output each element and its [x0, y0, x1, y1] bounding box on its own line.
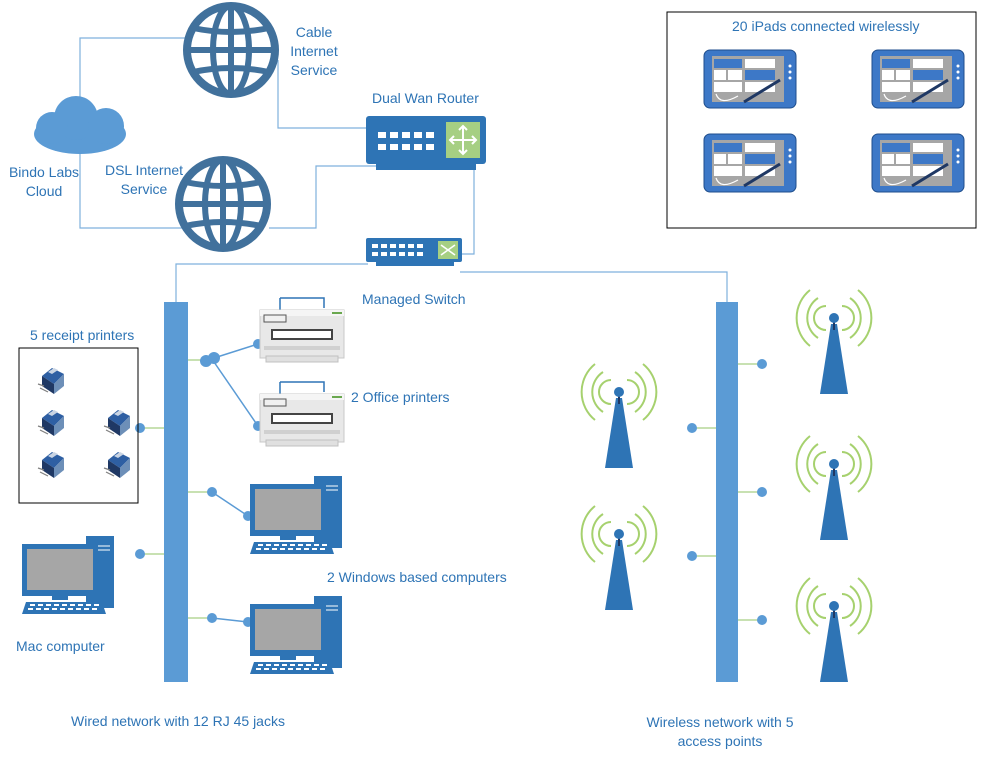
- wired-network-label: Wired network with 12 RJ 45 jacks: [71, 713, 285, 729]
- receipt-printers-label: 5 receipt printers: [30, 327, 135, 343]
- wireless-network-label: Wireless network with 5 access points: [630, 713, 810, 751]
- cloud-line1: Bindo Labs: [8, 164, 80, 180]
- switch-icon: [366, 238, 462, 266]
- ipads-label: 20 iPads connected wirelessly: [732, 18, 920, 34]
- switch-label: Managed Switch: [362, 291, 466, 307]
- dsl-line2: Service: [120, 181, 168, 197]
- access-point-icon: [580, 363, 658, 469]
- cable-service-label: Cable Internet Service: [286, 23, 342, 80]
- access-point-icon: [795, 289, 873, 395]
- cable-line2: Internet: [290, 43, 338, 59]
- cloud-to-dsl-line: [79, 150, 183, 229]
- access-point-icon: [580, 505, 658, 611]
- office-printer-icon: [259, 381, 345, 447]
- receipt-printer-icon: [37, 451, 65, 479]
- dsl-line1: DSL Internet: [104, 162, 184, 178]
- receipt-printer-icon: [37, 367, 65, 395]
- wireless-line2: access points: [677, 733, 763, 749]
- cloud-to-cable-line: [79, 37, 187, 120]
- switch-to-wired-line: [175, 263, 368, 302]
- dsl-globe-icon: [179, 160, 267, 248]
- wireless-network-bar: [716, 302, 738, 682]
- computer-icon: [249, 475, 343, 555]
- cable-line3: Service: [290, 62, 338, 78]
- tablet-icon: [702, 132, 798, 194]
- mac-computer-icon: [21, 535, 115, 615]
- wired-network-bar: [164, 302, 188, 682]
- access-point-icon: [795, 577, 873, 683]
- cloud-line2: Cloud: [25, 183, 63, 199]
- cloud-label: Bindo Labs Cloud: [6, 163, 82, 201]
- router-to-switch-line: [458, 165, 475, 255]
- connection-lines: [79, 37, 728, 302]
- receipt-printer-icon: [103, 451, 131, 479]
- switch-to-wireless-line: [460, 271, 728, 302]
- receipt-printer-icon: [103, 409, 131, 437]
- dsl-to-router-line: [269, 165, 380, 229]
- office-printers-label: 2 Office printers: [351, 389, 450, 405]
- tablet-icon: [702, 48, 798, 110]
- windows-computers-label: 2 Windows based computers: [327, 569, 507, 585]
- wireless-line1: Wireless network with 5: [646, 714, 794, 730]
- receipt-printer-icon: [37, 409, 65, 437]
- cable-line1: Cable: [295, 24, 333, 40]
- mac-label: Mac computer: [16, 638, 105, 654]
- printer-links: [211, 343, 259, 623]
- cable-to-router-line: [277, 60, 368, 129]
- tablet-icon: [870, 132, 966, 194]
- office-printer-icon: [259, 297, 345, 363]
- access-point-icon: [795, 435, 873, 541]
- router-icon: [366, 116, 486, 170]
- router-label: Dual Wan Router: [372, 90, 479, 106]
- dsl-service-label: DSL Internet Service: [99, 161, 189, 199]
- cable-globe-icon: [187, 6, 275, 94]
- receipt-printers-box: [18, 347, 139, 504]
- computer-icon: [249, 595, 343, 675]
- ipads-box: [666, 11, 977, 229]
- cloud-icon: [34, 96, 126, 154]
- tablet-icon: [870, 48, 966, 110]
